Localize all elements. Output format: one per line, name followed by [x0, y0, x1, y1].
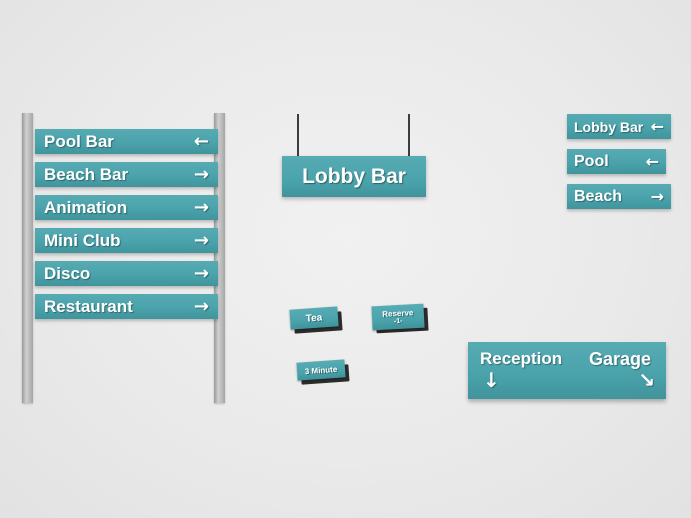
directory-sign-row: Mini Club → — [35, 228, 218, 253]
arrow-down-icon: ↓ — [483, 368, 500, 392]
arrow-left-icon: ← — [193, 130, 209, 152]
arrow-right-icon: → — [193, 262, 209, 284]
sign-label: Mini Club — [44, 230, 121, 250]
tent-label: Tea — [305, 311, 323, 325]
sign-label: Animation — [44, 197, 128, 217]
sign-label: Beach — [574, 187, 623, 205]
wall-sign-pool: Pool ← — [567, 149, 666, 174]
sign-label-reception: Reception — [480, 349, 563, 368]
arrow-right-icon: → — [650, 186, 664, 206]
directory-sign-row: Beach Bar → — [35, 162, 218, 187]
sign-label: Lobby Bar — [574, 118, 644, 135]
sign-label: Restaurant — [44, 296, 133, 316]
hanging-rod-left — [297, 114, 299, 157]
directory-sign-row: Restaurant → — [35, 294, 218, 319]
tent-face: Tea — [289, 306, 339, 330]
sign-label: Beach Bar — [44, 164, 129, 184]
arrow-left-icon: ← — [650, 116, 664, 136]
hanging-sign: Lobby Bar — [282, 156, 426, 197]
arrow-right-icon: → — [193, 196, 209, 218]
reception-garage-sign: Reception ↓ Garage ↘ — [468, 342, 666, 399]
tent-sublabel: -1- — [393, 317, 403, 325]
sign-post-left — [22, 113, 33, 403]
wall-sign-beach: Beach → — [567, 184, 671, 209]
sign-label: Disco — [44, 263, 91, 283]
arrow-right-icon: → — [193, 229, 209, 251]
directory-sign-row: Pool Bar ← — [35, 129, 218, 154]
tent-label: 3 Minute — [304, 364, 338, 376]
tent-face: 3 Minute — [296, 359, 346, 381]
sign-post-right — [214, 113, 225, 403]
arrow-down-right-icon: ↘ — [638, 368, 655, 392]
arrow-right-icon: → — [193, 295, 209, 317]
sign-label: Pool — [574, 152, 609, 170]
tent-face: Reserve -1- — [371, 303, 425, 331]
directory-sign-row: Disco → — [35, 261, 218, 286]
arrow-right-icon: → — [193, 163, 209, 185]
sign-label-garage: Garage — [588, 349, 651, 369]
arrow-left-icon: ← — [645, 151, 659, 171]
directory-sign: Pool Bar ← Beach Bar → Animation → Mini … — [35, 129, 218, 327]
sign-label: Pool Bar — [44, 131, 114, 151]
hanging-rod-right — [408, 114, 410, 157]
directory-sign-row: Animation → — [35, 195, 218, 220]
wall-sign-lobby-bar: Lobby Bar ← — [567, 114, 671, 139]
hanging-sign-label: Lobby Bar — [302, 164, 406, 188]
